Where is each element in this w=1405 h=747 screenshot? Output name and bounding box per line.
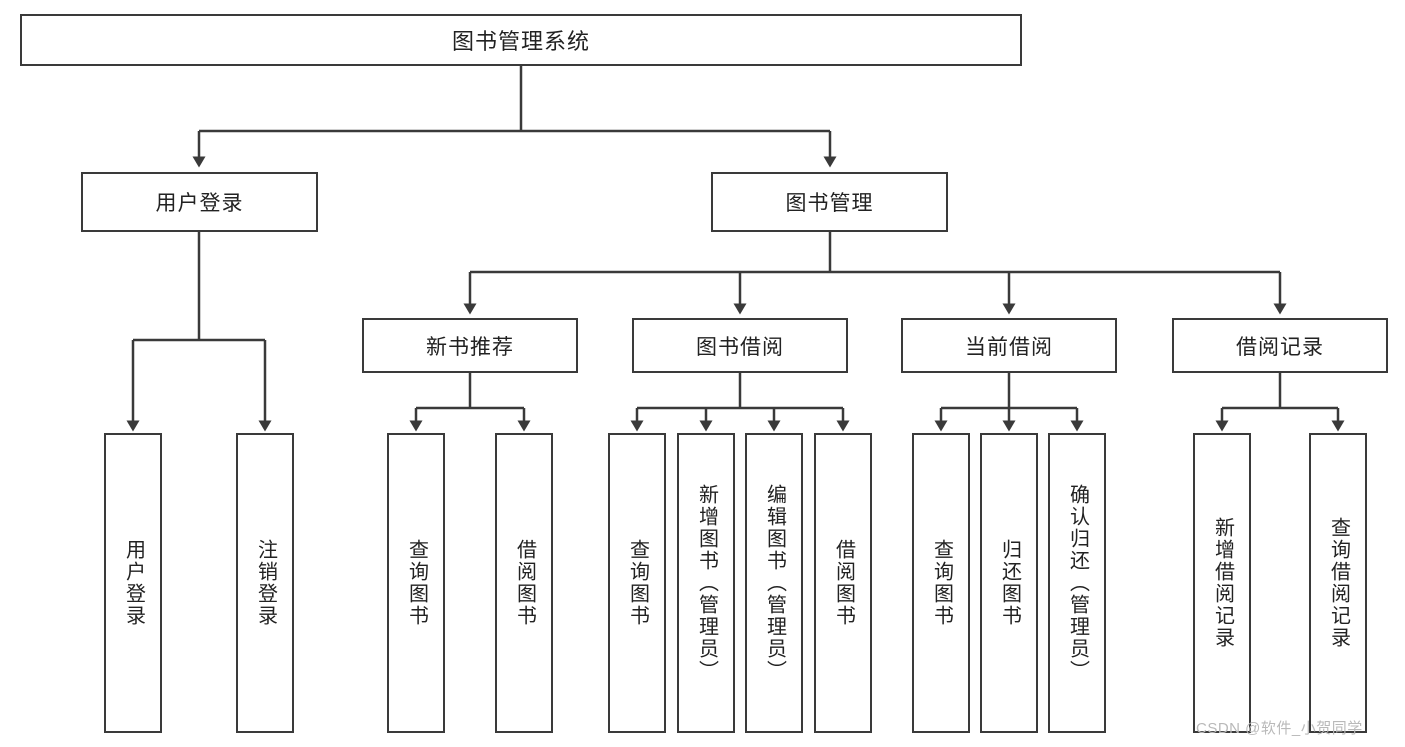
node-root-system[interactable]: 图书管理系统	[20, 14, 1022, 66]
node-label: 查询图书	[405, 539, 428, 627]
leaf-query-book-current[interactable]: 查询图书	[912, 433, 970, 733]
node-label: 确认归还（管理员）	[1066, 484, 1089, 682]
leaf-logout[interactable]: 注销登录	[236, 433, 294, 733]
node-label: 借阅图书	[513, 539, 536, 627]
node-label: 新书推荐	[426, 335, 514, 359]
node-borrow-record[interactable]: 借阅记录	[1172, 318, 1388, 373]
leaf-query-book-new[interactable]: 查询图书	[387, 433, 445, 733]
node-label: 查询图书	[930, 539, 953, 627]
leaf-add-book-admin[interactable]: 新增图书（管理员）	[677, 433, 735, 733]
leaf-edit-book-admin[interactable]: 编辑图书（管理员）	[745, 433, 803, 733]
node-label: 图书借阅	[696, 335, 784, 359]
node-user-login[interactable]: 用户登录	[81, 172, 318, 232]
node-book-borrow[interactable]: 图书借阅	[632, 318, 848, 373]
node-current-borrow[interactable]: 当前借阅	[901, 318, 1117, 373]
node-label: 用户登录	[122, 539, 145, 627]
leaf-return-book[interactable]: 归还图书	[980, 433, 1038, 733]
node-label: 编辑图书（管理员）	[763, 484, 786, 682]
node-new-book-recommend[interactable]: 新书推荐	[362, 318, 578, 373]
node-label: 查询借阅记录	[1327, 517, 1350, 649]
node-label: 当前借阅	[965, 335, 1053, 359]
leaf-borrow-book-new[interactable]: 借阅图书	[495, 433, 553, 733]
node-label: 注销登录	[254, 539, 277, 627]
node-label: 借阅图书	[832, 539, 855, 627]
node-label: 图书管理系统	[451, 29, 590, 54]
csdn-watermark: CSDN @软件_小贺同学	[1196, 720, 1363, 737]
leaf-query-borrow-record[interactable]: 查询借阅记录	[1309, 433, 1367, 733]
leaf-confirm-return-admin[interactable]: 确认归还（管理员）	[1048, 433, 1106, 733]
leaf-user-login[interactable]: 用户登录	[104, 433, 162, 733]
node-label: 新增图书（管理员）	[695, 484, 718, 682]
node-label: 归还图书	[998, 539, 1021, 627]
node-label: 新增借阅记录	[1211, 517, 1234, 649]
node-label: 图书管理	[785, 192, 874, 215]
leaf-borrow-book[interactable]: 借阅图书	[814, 433, 872, 733]
node-label: 借阅记录	[1236, 335, 1324, 359]
leaf-add-borrow-record[interactable]: 新增借阅记录	[1193, 433, 1251, 733]
node-label: 查询图书	[626, 539, 649, 627]
leaf-query-book-borrow[interactable]: 查询图书	[608, 433, 666, 733]
node-label: 用户登录	[155, 192, 244, 215]
node-book-management[interactable]: 图书管理	[711, 172, 948, 232]
